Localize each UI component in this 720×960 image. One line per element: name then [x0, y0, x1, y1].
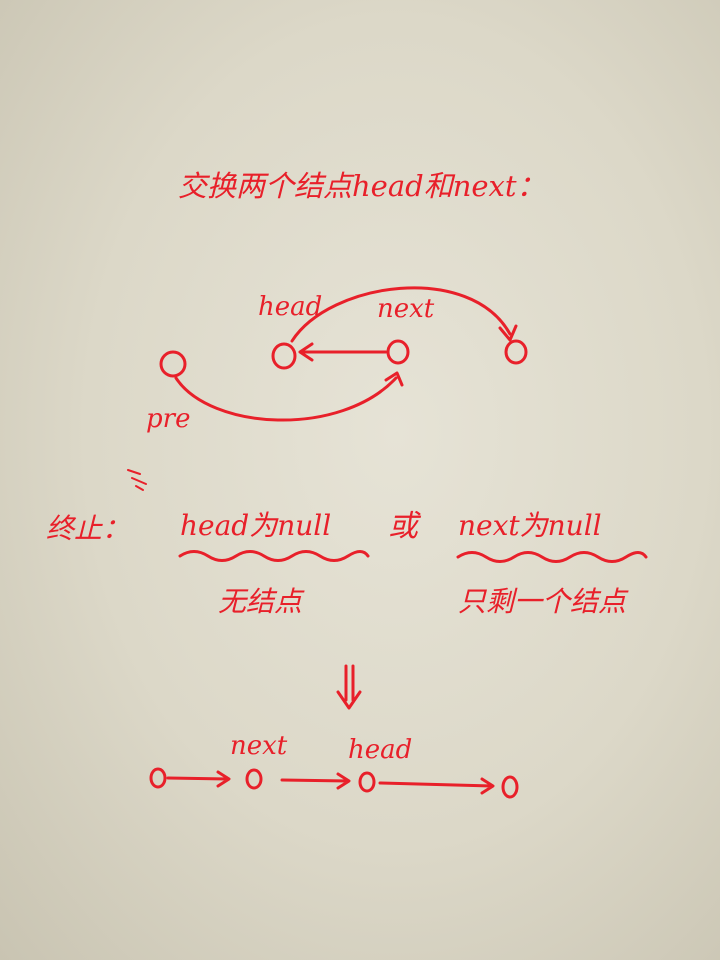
note-one-node-left: 只剩一个结点 [458, 585, 627, 618]
implies-down-arrow [336, 664, 362, 710]
node-bottom-4 [501, 775, 519, 799]
node-pre [159, 350, 187, 378]
note-no-node: 无结点 [218, 585, 303, 618]
label-next-bottom: next [230, 731, 288, 761]
node-bottom-1 [149, 767, 167, 789]
wavy-underline-2 [456, 551, 648, 563]
arrow-bottom-2 [280, 772, 351, 790]
node-next [386, 339, 410, 365]
termination-prefix: 终止： [46, 512, 131, 545]
node-after-next [504, 339, 528, 365]
label-head-bottom: head [348, 735, 413, 765]
label-next-top: next [377, 294, 435, 324]
node-bottom-next [245, 768, 263, 790]
page-title: 交换两个结点head和next： [178, 169, 546, 203]
connector-or: 或 [388, 509, 418, 544]
condition-head-null: head为null [180, 509, 332, 542]
arrow-bottom-3 [378, 777, 495, 795]
condition-next-null: next为null [458, 509, 602, 542]
arrow-bottom-1 [166, 770, 231, 788]
wavy-underline-1 [178, 550, 370, 562]
node-head [271, 342, 297, 370]
label-head-top: head [258, 292, 323, 322]
arrow-head-to-after-next [290, 286, 518, 343]
node-bottom-head [358, 771, 376, 793]
arrow-pre-to-next [174, 371, 404, 422]
arrow-next-to-head [298, 342, 388, 362]
label-pre: pre [146, 404, 191, 434]
ink-mark [127, 469, 147, 491]
